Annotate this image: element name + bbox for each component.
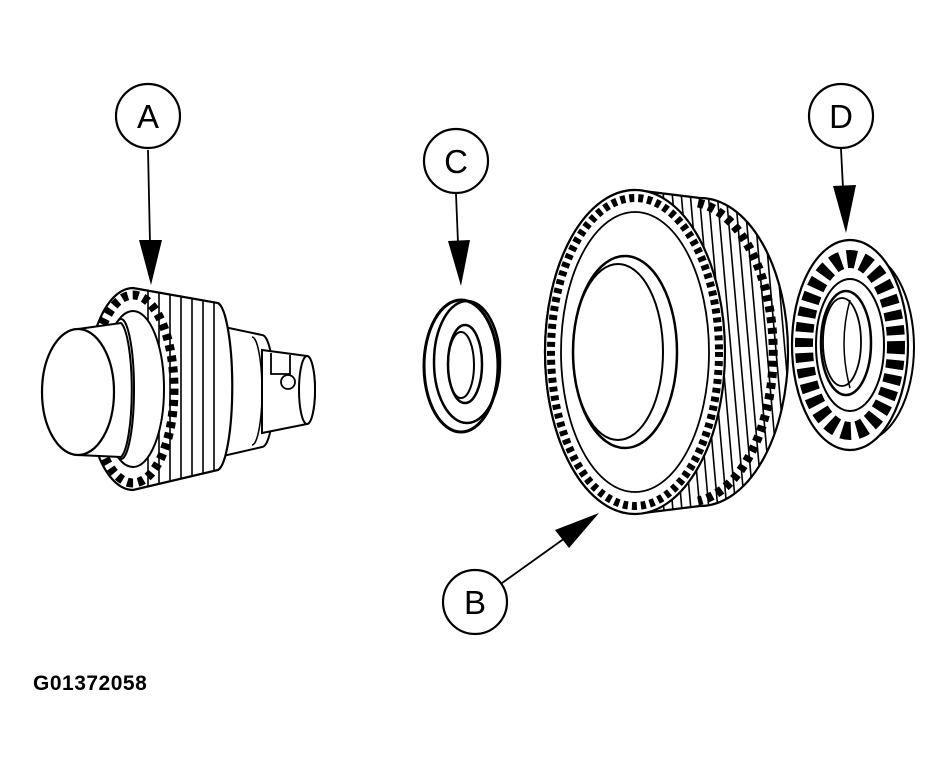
part-a-keyway-notch xyxy=(270,353,291,375)
callout-b: B xyxy=(441,513,599,636)
callout-a-label: A xyxy=(137,98,159,135)
callout-a-arrowhead-icon xyxy=(139,240,162,285)
part-d-bore xyxy=(819,289,873,397)
part-c-spacer-ring xyxy=(422,298,502,434)
callout-b-circle xyxy=(441,568,509,636)
part-b-face-teeth-ring xyxy=(547,194,723,510)
part-a-face-teeth-ring xyxy=(87,290,179,488)
callout-c: C xyxy=(422,127,490,286)
part-d-tapered-roller-bearing xyxy=(790,238,915,452)
figure-code-text: G01372058 xyxy=(33,672,147,695)
part-b-rim-teeth xyxy=(697,198,778,506)
callout-c-leader-line xyxy=(455,193,459,244)
callout-c-label: C xyxy=(444,143,468,180)
part-d-bore-depth-line xyxy=(843,299,851,389)
diagram-art: A C D B xyxy=(33,82,915,695)
callout-d-arrowhead-icon xyxy=(833,185,856,233)
callout-c-arrowhead-icon xyxy=(448,240,470,286)
part-b-helical-gear xyxy=(543,188,790,516)
part-a-stub-end-cap xyxy=(40,327,116,457)
callout-a-circle xyxy=(114,82,182,150)
part-a-pin-hole xyxy=(280,374,296,390)
callout-b-label: B xyxy=(464,584,486,621)
part-c-bore-inner-edge xyxy=(447,331,475,399)
callout-b-arrowhead-icon xyxy=(555,513,599,548)
callout-d-leader-line xyxy=(840,148,844,189)
part-d-bore-inner-edge xyxy=(822,297,862,387)
callout-b-leader-line xyxy=(501,537,566,584)
part-d-rollers xyxy=(795,250,905,440)
part-c-outer-inner-edge xyxy=(432,299,502,425)
callout-d: D xyxy=(807,82,875,233)
callout-a: A xyxy=(114,82,182,285)
part-b-bore-inner-edge xyxy=(572,263,664,441)
callout-a-leader-line xyxy=(147,149,151,244)
callout-c-circle xyxy=(422,127,490,195)
callout-d-circle xyxy=(807,82,875,150)
part-a-shaft-gear-assembly xyxy=(40,286,316,492)
callout-d-label: D xyxy=(829,98,853,135)
part-a-shaft-end-face xyxy=(298,355,316,425)
